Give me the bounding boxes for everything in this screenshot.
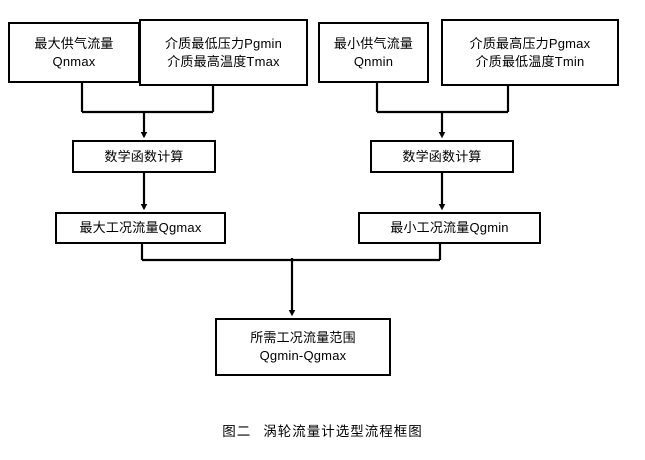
figure-title: 涡轮流量计选型流程框图 (263, 424, 423, 439)
figure-number: 图二 (222, 424, 252, 439)
node-min-supply-flow-line1: 最小供气流量 (333, 35, 414, 51)
node-max-supply-flow-line2: Qnmax (52, 53, 96, 69)
node-min-pressure-max-temp-line1: 介质最低压力Pgmin (164, 35, 283, 51)
node-required-flow-range-line1: 所需工况流量范围 (250, 330, 356, 346)
node-required-flow-range: 所需工况流量范围 Qgmin-Qgmax (215, 318, 391, 376)
node-min-working-flow: 最小工况流量Qgmin (358, 212, 541, 244)
node-min-supply-flow: 最小供气流量 Qnmin (318, 22, 429, 83)
node-min-working-flow-label: 最小工况流量Qgmin (390, 220, 509, 236)
node-math-function-left: 数学函数计算 (72, 140, 216, 173)
node-max-pressure-min-temp: 介质最高压力Pgmax 介质最低温度Tmin (441, 19, 619, 86)
node-math-function-right: 数学函数计算 (370, 140, 514, 173)
node-required-flow-range-line2: Qgmin-Qgmax (259, 348, 347, 363)
node-min-supply-flow-line2: Qnmin (353, 53, 394, 69)
node-max-pressure-min-temp-line2: 介质最低温度Tmin (475, 53, 585, 69)
node-max-pressure-min-temp-line1: 介质最高压力Pgmax (469, 35, 591, 51)
node-math-function-right-label: 数学函数计算 (402, 148, 482, 164)
node-min-pressure-max-temp-line2: 介质最高温度Tmax (167, 53, 280, 69)
node-min-pressure-max-temp: 介质最低压力Pgmin 介质最高温度Tmax (139, 19, 308, 86)
node-max-working-flow: 最大工况流量Qgmax (55, 212, 226, 244)
node-math-function-left-label: 数学函数计算 (104, 148, 184, 164)
node-max-working-flow-label: 最大工况流量Qgmax (79, 220, 202, 236)
figure-caption: 图二涡轮流量计选型流程框图 (0, 420, 645, 440)
node-max-supply-flow-line1: 最大供气流量 (34, 35, 114, 51)
node-max-supply-flow: 最大供气流量 Qnmax (8, 22, 140, 83)
